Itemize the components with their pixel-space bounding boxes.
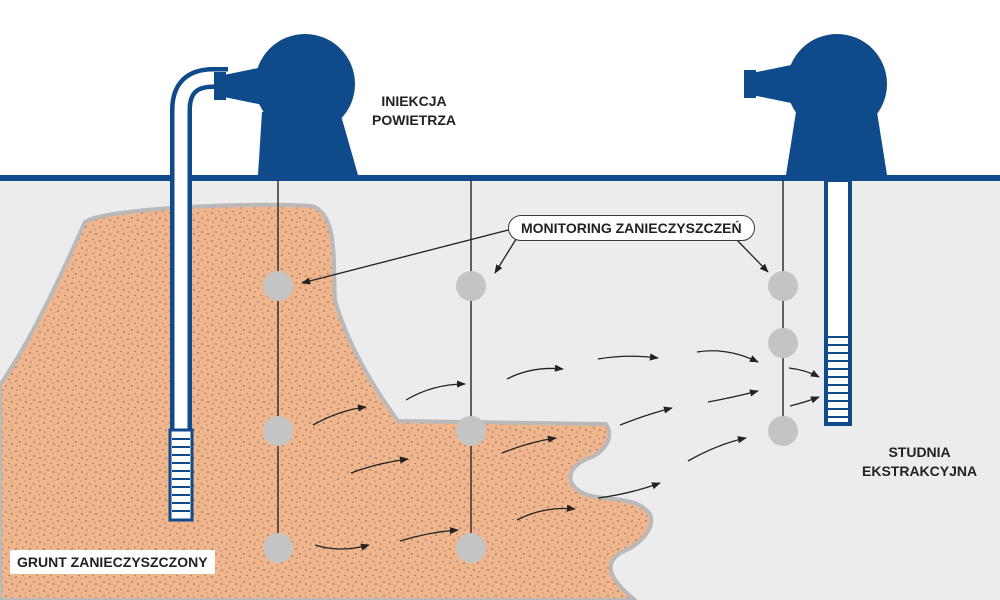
monitoring-label: MONITORING ZANIECZYSZCZEŃ — [508, 215, 755, 241]
blower-icon — [214, 34, 358, 175]
extraction-well — [824, 178, 852, 426]
monitoring-point-icon — [768, 271, 798, 301]
contaminated-soil-label: GRUNT ZANIECZYSZCZONY — [10, 550, 215, 574]
extraction-well-label: STUDNIA EKSTRAKCYJNA — [862, 443, 977, 481]
monitoring-point-icon — [263, 271, 293, 301]
air-injection-label: INIEKCJA POWIETRZA — [372, 92, 456, 130]
monitoring-point-icon — [768, 328, 798, 358]
monitoring-well-2 — [456, 180, 486, 563]
callout-lines — [301, 228, 769, 285]
contaminated-soil-plume — [0, 202, 654, 600]
extraction-well-label-line2: EKSTRAKCYJNA — [862, 463, 978, 479]
extraction-well-label-line1: STUDNIA — [888, 444, 951, 460]
ground-surface-line — [0, 175, 1000, 181]
monitoring-point-icon — [456, 271, 486, 301]
monitoring-well-3 — [768, 180, 798, 446]
monitoring-well-1 — [263, 180, 293, 563]
monitoring-point-icon — [263, 416, 293, 446]
monitoring-point-icon — [768, 416, 798, 446]
injection-screen — [168, 428, 194, 522]
monitoring-point-icon — [456, 416, 486, 446]
air-injection-label-line1: INIEKCJA — [381, 93, 447, 109]
monitoring-point-icon — [263, 533, 293, 563]
flow-arrow-icon — [312, 350, 820, 551]
monitoring-point-icon — [456, 533, 486, 563]
injection-pipe — [168, 67, 228, 522]
air-injection-label-line2: POWIETRZA — [372, 112, 456, 128]
blower-icon — [744, 34, 887, 175]
